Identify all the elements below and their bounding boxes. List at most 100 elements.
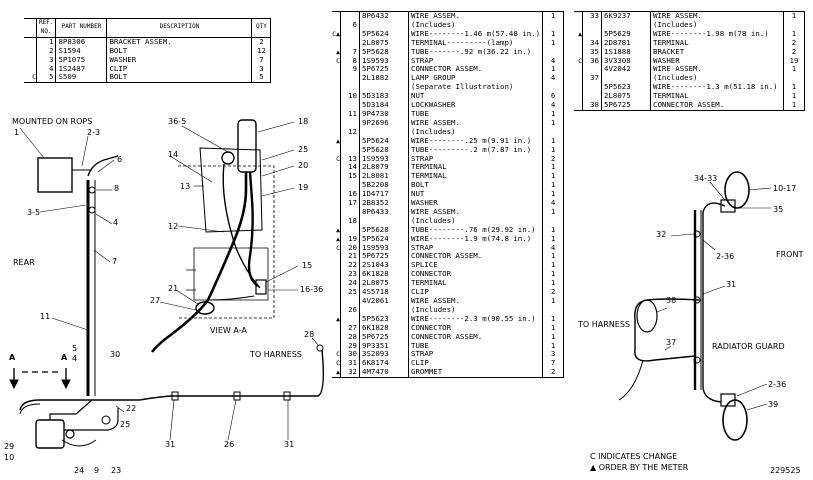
row-ref [340, 145, 360, 155]
row-ref [340, 29, 360, 39]
row-description: BOLT [407, 180, 543, 191]
callout-31-right: 31 [726, 280, 737, 289]
callout-10: 10 [4, 453, 15, 462]
row-part-number: 2L8081 [359, 171, 409, 182]
row-ref: 17 [340, 198, 360, 208]
row-qty: 1 [783, 29, 805, 39]
row-description: WIRE--------2.3 m(90.55 in.) [407, 314, 543, 324]
row-ref: 23 [340, 269, 360, 280]
row-qty: 2 [542, 367, 565, 378]
row-qty: 12 [251, 46, 272, 56]
row-qty: 2 [542, 287, 565, 297]
row-mark [332, 83, 341, 92]
row-ref: 34 [582, 38, 602, 48]
row-qty [542, 127, 565, 137]
harness-run [19, 349, 325, 411]
header-ref: REF. NO. [35, 18, 56, 38]
clip-8 [88, 186, 96, 194]
clip-21 [195, 301, 215, 315]
row-ref: 26 [340, 305, 360, 315]
row-part-number: 6K1828 [359, 323, 409, 333]
row-qty: 2 [783, 47, 805, 57]
row-ref [340, 225, 360, 235]
row-part-number: 5D3184 [359, 100, 409, 110]
callout-38: 38 [666, 296, 677, 305]
row-description: WASHER [106, 55, 252, 65]
row-description: TUBE--------.76 m(29.92 in.) [407, 225, 543, 235]
row-mark [574, 39, 583, 48]
row-ref: 32 [340, 367, 360, 378]
row-qty: 2 [783, 38, 805, 48]
row-mark [332, 199, 341, 208]
row-description: BOLT [106, 72, 252, 83]
row-qty: 1 [542, 118, 565, 128]
row-mark: ▲ [336, 225, 340, 234]
connector-28 [316, 344, 324, 352]
row-part-number: 5P5624 [359, 136, 409, 146]
row-qty: 5 [251, 72, 272, 83]
row-ref: 37 [582, 73, 602, 84]
row-description: (Includes) [407, 127, 543, 137]
row-ref: 22 [340, 260, 360, 271]
callout-10-17: 10-17 [773, 184, 797, 193]
row-description: WIRE ASSEM. [407, 296, 543, 306]
row-ref: 25 [340, 287, 360, 297]
row-description: WIRE ASSEM. [407, 118, 543, 128]
row-mark [332, 208, 341, 217]
row-description: BRACKET ASSEM. [106, 37, 252, 47]
row-qty: 1 [783, 100, 805, 111]
row-qty: 4 [542, 100, 565, 110]
small-table-header: REF. NO. PART NUMBER DESCRIPTION QTY [24, 18, 272, 38]
row-mark [332, 279, 341, 288]
label-rear: REAR [13, 258, 35, 267]
label-front: FRONT [776, 250, 804, 259]
row-description: CONNECTOR [407, 323, 543, 333]
row-qty: 1 [542, 38, 565, 48]
row-description: TUBE---------.2 m(7.87 in.) [407, 145, 543, 155]
row-mark [332, 146, 341, 155]
row-qty: 1 [542, 29, 565, 39]
row-part-number: 5P5623 [359, 314, 409, 324]
row-mark: C [32, 73, 36, 82]
row-description: STRAP [407, 154, 543, 164]
callout-21: 21 [168, 284, 179, 293]
row-description: TERMINAL [407, 278, 543, 289]
row-description: BRACKET [650, 47, 784, 57]
row-part-number [601, 20, 651, 30]
row-mark [332, 288, 341, 297]
row-part-number: 6K9237 [601, 11, 651, 21]
row-part-number: 5P5628 [359, 225, 409, 235]
row-part-number: 1S1888 [601, 47, 651, 57]
row-mark [332, 252, 341, 261]
row-description: CONNECTOR [407, 269, 543, 280]
row-qty: 1 [783, 11, 805, 21]
row-mark [332, 270, 341, 279]
row-qty: 7 [251, 55, 272, 65]
row-ref [340, 11, 360, 21]
row-ref [582, 29, 602, 39]
callout-25: 25 [120, 420, 131, 429]
row-qty [542, 83, 565, 93]
row-ref: 2 [35, 46, 56, 56]
row-mark [332, 39, 341, 48]
row-qty: 1 [542, 180, 565, 191]
row-qty: 1 [542, 278, 565, 289]
row-part-number: 1S2487 [55, 64, 107, 74]
row-ref: 35 [582, 47, 602, 57]
row-description: LAMP GROUP [407, 73, 543, 84]
row-description: SPLICE [407, 260, 543, 271]
row-mark: ▲ [336, 368, 340, 377]
row-mark [332, 181, 341, 190]
work-lamp [237, 119, 257, 173]
wire-37 [634, 298, 700, 362]
